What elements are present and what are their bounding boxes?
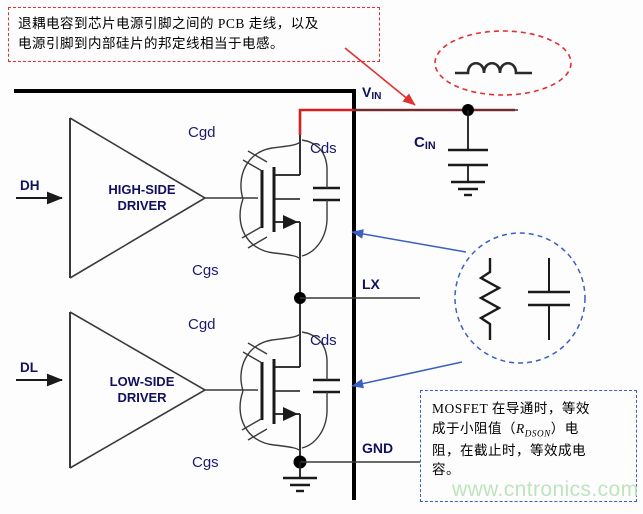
note-bottom-line2-post: ）电 — [550, 420, 579, 436]
hs-cds-capacitor — [301, 139, 340, 257]
node-label-vin: VIN — [362, 84, 382, 102]
inductor-icon — [455, 61, 532, 75]
component-label-cin: CIN — [414, 134, 436, 152]
note-bottom-line2: 成于小阻值（RDSON）电 — [432, 419, 625, 441]
note-bottom-line4: 容。 — [432, 462, 460, 478]
node-label-gnd: GND — [362, 440, 394, 456]
note-bottom-line3: 阻，在截止时，等效成电 — [432, 442, 586, 458]
node-label-lx: LX — [362, 276, 380, 292]
ls-cgs-capacitor — [239, 390, 301, 452]
vin-cin-network — [354, 104, 518, 197]
ls-cds-capacitor — [301, 331, 340, 449]
pin-label-dh: DH — [20, 178, 40, 193]
note-box-top: 退耦电容到芯片电源引脚之间的 PCB 走线，以及 电源引脚到内部硅片的邦定线相当… — [8, 7, 380, 62]
rdson-symbol: RDSON — [516, 420, 551, 439]
gnd-node-network — [283, 455, 420, 493]
chip-boundary — [14, 89, 356, 500]
low-side-section — [16, 311, 340, 469]
ls-cgs-label: Cgs — [192, 454, 219, 471]
low-side-driver-label-line1: LOW-SIDE — [109, 374, 175, 389]
rc-pointer-high-side — [351, 229, 467, 253]
inductor-callout — [434, 30, 572, 96]
rc-callout-circle — [454, 232, 586, 364]
ls-cds-label: Cds — [310, 332, 337, 349]
hs-cds-label: Cds — [310, 140, 337, 157]
note-top-line2: 电源引脚到内部硅片的邦定线相当于电感。 — [18, 35, 284, 51]
capacitor-icon — [528, 258, 570, 340]
low-side-mosfet-symbol — [260, 340, 301, 462]
hs-cgs-capacitor — [239, 198, 301, 260]
low-side-driver-label-line2: DRIVER — [117, 390, 167, 406]
hs-cgd-capacitor — [240, 141, 301, 200]
note-top-pointer — [344, 47, 416, 106]
high-side-driver-label-line1: HIGH-SIDE — [108, 182, 176, 197]
note-bottom-pointer — [351, 361, 463, 389]
high-side-section — [16, 117, 340, 279]
resistor-icon — [478, 258, 502, 340]
note-bottom-line2-pre: 成于小阻值（ — [432, 420, 516, 436]
inductor-callout-ellipse — [434, 30, 572, 96]
watermark-text: www.cntronics.com — [452, 478, 639, 501]
high-side-driver-label-line2: DRIVER — [117, 198, 167, 214]
hs-cgd-label: Cgd — [188, 124, 216, 141]
pin-label-dl: DL — [20, 360, 38, 375]
low-side-driver-label: LOW-SIDE DRIVER — [82, 374, 202, 407]
hs-cgs-label: Cgs — [192, 262, 219, 279]
note-box-bottom: MOSFET 在导通时，等效 成于小阻值（RDSON）电 阻，在截止时，等效成电… — [420, 390, 637, 502]
ls-cgd-capacitor — [240, 333, 301, 392]
note-bottom-line1: MOSFET 在导通时，等效 — [432, 401, 590, 416]
high-side-driver-label: HIGH-SIDE DRIVER — [82, 182, 202, 215]
note-top-line1: 退耦电容到芯片电源引脚之间的 PCB 走线，以及 — [18, 16, 319, 31]
ls-cgd-label: Cgd — [188, 316, 216, 333]
high-side-mosfet-symbol — [260, 135, 301, 268]
rc-equivalent-callout — [351, 229, 586, 364]
red-pcb-trace — [298, 108, 515, 135]
lx-node-network — [294, 268, 420, 340]
